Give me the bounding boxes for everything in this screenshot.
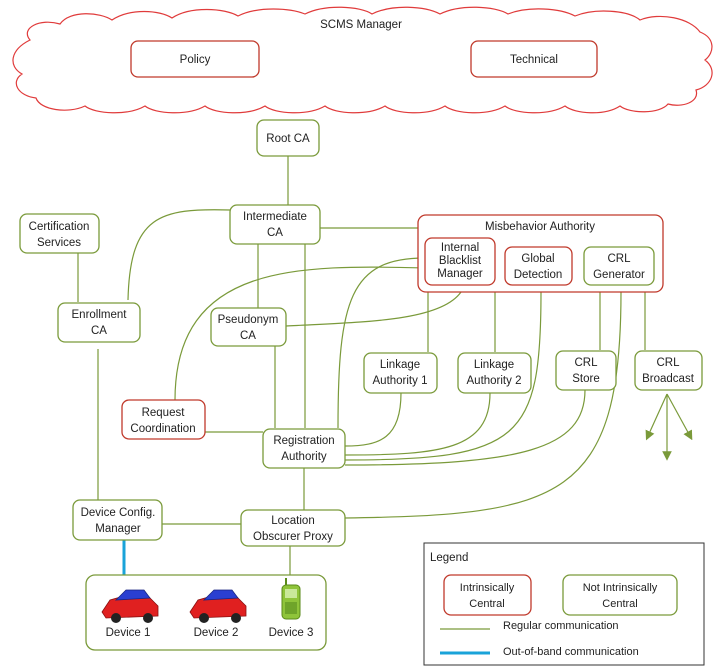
enrollment-ca-label-2: CA [91,325,107,337]
legend-not-intrinsic-label-1: Not Intrinsically [583,582,658,594]
legend: Legend Intrinsically Central Not Intrins… [423,542,705,666]
legend-intrinsic-label-2: Central [469,598,504,610]
node-request-coordination: Request Coordination [121,399,206,440]
node-linkage-authority-1: Linkage Authority 1 [363,352,438,394]
lop-label-1: Location [271,515,314,527]
registration-authority-label-2: Authority [281,451,327,463]
line-intermediate-enrollment [127,209,231,301]
car-icon [189,589,247,623]
line-globaldetection-registration [344,291,542,461]
global-detection-label-2: Detection [514,269,563,281]
legend-not-intrinsic-box [562,574,678,616]
node-registration-authority: Registration Authority [262,428,346,469]
legend-title: Legend [430,552,468,564]
crl-generator-box [583,246,655,286]
linkage1-label-2: Authority 1 [373,375,428,387]
broadcast-arrow-left [645,393,668,441]
pseudonym-ca-label-2: CA [240,330,256,342]
device-config-label-1: Device Config. [81,507,156,519]
root-ca-label: Root CA [266,133,310,145]
node-misbehavior-authority: Misbehavior Authority Internal Blacklist… [417,214,664,293]
device1-label: Device 1 [106,627,151,639]
phone-icon [281,578,301,620]
legend-oob-label: Out-of-band communication [503,646,639,658]
line-blacklist-requestcoord [174,266,426,401]
internal-blacklist-manager-box [424,237,496,286]
request-coordination-label-1: Request [142,407,186,419]
line-misbehavior-lop [344,291,622,519]
node-device-config-manager: Device Config. Manager [72,499,163,541]
global-detection-box [504,246,573,286]
pseudonym-ca-label-1: Pseudonym [218,314,279,326]
device-config-label-2: Manager [95,523,141,535]
intermediate-ca-label-1: Intermediate [243,211,307,223]
crl-broadcast-label-1: CRL [656,357,680,369]
line-crlstore-registration [344,389,586,466]
device3-label: Device 3 [269,627,314,639]
lop-label-2: Obscurer Proxy [253,531,333,543]
linkage2-label-1: Linkage [474,359,514,371]
node-pseudonym-ca: Pseudonym CA [210,307,287,347]
line-linkage2-registration [344,392,491,456]
legend-regular-label: Regular communication [503,620,619,632]
misbehavior-authority-label: Misbehavior Authority [485,221,595,233]
legend-intrinsic-box [443,574,532,616]
node-crl-broadcast: CRL Broadcast [634,350,703,391]
linkage2-label-2: Authority 2 [467,375,522,387]
device2-label: Device 2 [194,627,239,639]
devices-group: Device 1 Device 2 Device 3 [85,574,327,651]
linkage1-label-1: Linkage [380,359,420,371]
registration-authority-label-1: Registration [273,435,334,447]
line-blacklist-registration [337,257,426,429]
connectors [77,156,693,576]
node-certification-services: Certification Services [19,213,100,254]
blacklist-label-3: Manager [437,268,483,280]
crl-generator-label-2: Generator [593,269,645,281]
certification-services-label-1: Certification [29,221,90,233]
scms-manager-title: SCMS Manager [320,19,402,31]
line-linkage1-registration [344,392,402,447]
enrollment-ca-label-1: Enrollment [72,309,128,321]
node-enrollment-ca: Enrollment CA [57,302,141,343]
policy-label: Policy [180,54,211,66]
scms-manager-cloud: SCMS Manager Policy Technical [12,6,713,114]
node-linkage-authority-2: Linkage Authority 2 [457,352,532,394]
crl-store-label-1: CRL [574,357,598,369]
node-root-ca: Root CA [256,119,320,157]
legend-intrinsic-label-1: Intrinsically [460,582,515,594]
cloud-icon [12,6,713,114]
technical-label: Technical [510,54,558,66]
car-icon [101,589,159,623]
node-location-obscurer-proxy: Location Obscurer Proxy [240,509,346,547]
crl-store-label-2: Store [572,373,600,385]
legend-not-intrinsic-label-2: Central [602,598,637,610]
broadcast-arrow-right [666,393,693,441]
line-pseudonym-blacklist [285,291,462,327]
node-intermediate-ca: Intermediate CA [229,204,321,245]
request-coordination-label-2: Coordination [130,423,195,435]
intermediate-ca-label-2: CA [267,227,283,239]
policy-box [130,40,260,78]
blacklist-label-2: Blacklist [439,255,482,267]
certification-services-label-2: Services [37,237,81,249]
node-crl-store: CRL Store [555,350,617,391]
blacklist-label-1: Internal [441,242,479,254]
crl-generator-label-1: CRL [607,253,631,265]
crl-broadcast-label-2: Broadcast [642,373,695,385]
global-detection-label-1: Global [521,253,554,265]
technical-box [470,40,598,78]
